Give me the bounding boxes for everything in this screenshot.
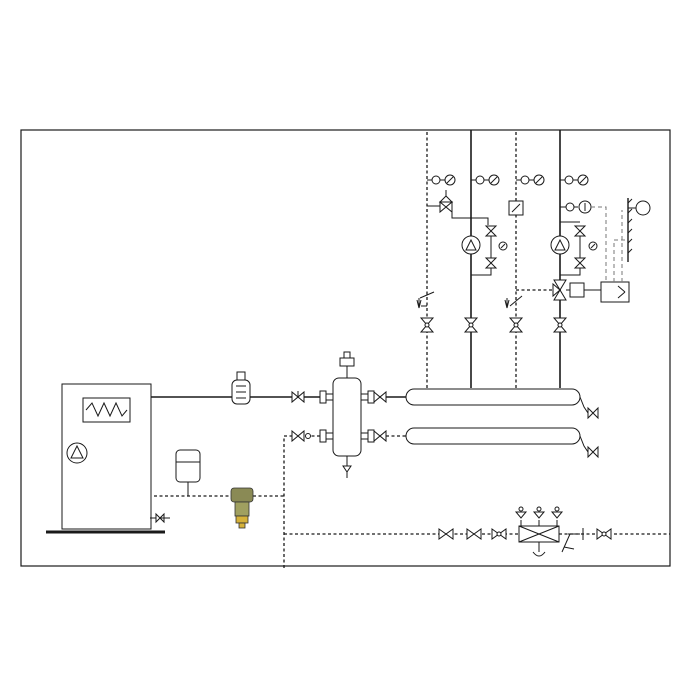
supply-thermometer-icon <box>471 174 500 186</box>
diagram-frame <box>20 129 671 567</box>
return-manifold <box>405 427 599 459</box>
supply-manifold <box>405 388 599 420</box>
ball-valve-icon <box>291 429 311 443</box>
supply-thermometer-icon <box>560 174 589 186</box>
drain-valve-icon <box>587 445 599 459</box>
air-separator-icon <box>231 371 251 405</box>
pressure-relief-valve-icon <box>427 190 489 225</box>
boiler <box>46 383 170 534</box>
temperature-sensor-icon <box>560 200 592 214</box>
shutoff-valve-icon <box>419 317 435 333</box>
ball-valve-icon <box>438 528 454 540</box>
control-signal-lines <box>591 206 628 282</box>
return-piping <box>76 130 670 568</box>
heating-circuit-1 <box>416 174 508 333</box>
expansion-vessel-icon <box>175 449 201 496</box>
controller-icon <box>584 281 630 303</box>
shutoff-valve-icon <box>508 317 524 333</box>
ball-valve-icon <box>491 528 507 540</box>
hydraulic-separator-icon <box>319 351 375 478</box>
bypass-valve-icon <box>560 221 598 276</box>
magnetic-dirt-separator-icon <box>230 487 254 529</box>
heat-exchanger-coil-icon <box>82 397 131 423</box>
ball-valve-icon <box>291 390 305 404</box>
check-valve-icon <box>466 528 482 540</box>
bypass-valve-icon <box>471 225 508 276</box>
outdoor-sensor-icon <box>627 198 651 262</box>
water-treatment-unit-icon <box>514 506 564 557</box>
drain-valve-icon <box>587 406 599 420</box>
check-valve-icon <box>416 291 435 309</box>
ball-valve-icon <box>596 528 612 540</box>
shutoff-valve-icon <box>552 317 568 333</box>
check-valve-icon <box>504 295 523 309</box>
return-thermometer-icon <box>427 174 456 186</box>
three-way-mixing-valve-icon <box>516 279 585 301</box>
thermostat-icon <box>508 200 524 216</box>
return-thermometer-icon <box>516 174 545 186</box>
strainer-icon <box>561 528 584 553</box>
fill-line <box>438 506 612 557</box>
boiler-drain-valve-icon <box>150 512 170 524</box>
supply-piping <box>130 130 561 407</box>
heating-circuit-2 <box>504 174 651 333</box>
boiler-pump-icon <box>66 442 88 464</box>
circulation-pump-icon <box>461 235 481 255</box>
shutoff-valve-icon <box>463 317 479 333</box>
circulation-pump-icon <box>550 235 570 255</box>
